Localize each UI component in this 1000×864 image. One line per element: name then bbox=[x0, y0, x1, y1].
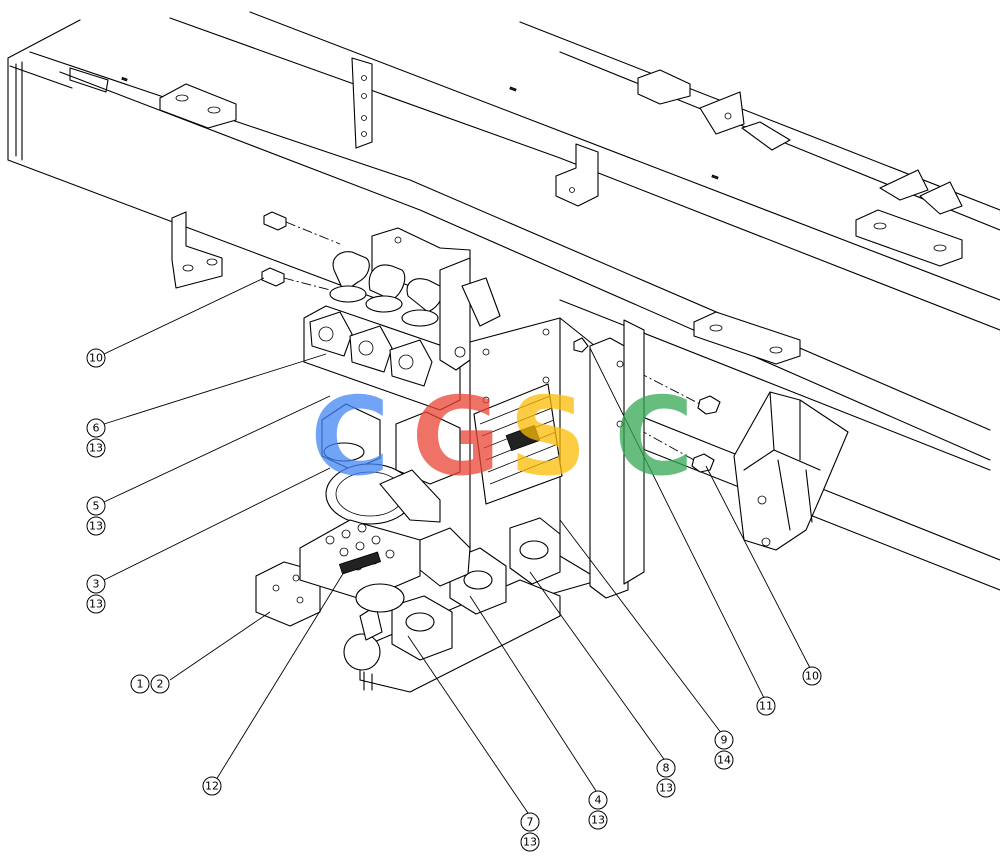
towing-bracket bbox=[733, 391, 849, 551]
svg-text:13: 13 bbox=[591, 814, 605, 827]
callout-13[interactable]: 13 bbox=[656, 778, 676, 798]
svg-text:2: 2 bbox=[157, 678, 164, 691]
callout-4[interactable]: 4 bbox=[588, 790, 608, 810]
valve-assembly bbox=[255, 227, 645, 693]
svg-text:10: 10 bbox=[89, 352, 103, 365]
cgsc-watermark-logo: C G S C bbox=[310, 375, 693, 500]
frame-brackets bbox=[121, 57, 963, 365]
callout-14[interactable]: 14 bbox=[714, 750, 734, 770]
callout-8[interactable]: 8 bbox=[656, 758, 676, 778]
callout-13[interactable]: 13 bbox=[86, 438, 106, 458]
callout-10-right[interactable]: 10 bbox=[802, 666, 822, 686]
svg-text:13: 13 bbox=[89, 520, 103, 533]
callout-9[interactable]: 9 bbox=[714, 730, 734, 750]
svg-text:11: 11 bbox=[759, 700, 773, 713]
svg-text:10: 10 bbox=[805, 670, 819, 683]
watermark-letter-g: G bbox=[412, 375, 501, 500]
watermark-letter-s: S bbox=[509, 375, 587, 500]
callout-6[interactable]: 6 bbox=[86, 418, 106, 438]
svg-text:13: 13 bbox=[659, 782, 673, 795]
callout-10-left[interactable]: 10 bbox=[86, 348, 106, 368]
svg-text:4: 4 bbox=[595, 794, 602, 807]
svg-text:12: 12 bbox=[205, 780, 219, 793]
svg-text:13: 13 bbox=[89, 442, 103, 455]
callout-1[interactable]: 1 bbox=[130, 674, 150, 694]
callout-13[interactable]: 13 bbox=[86, 594, 106, 614]
svg-text:13: 13 bbox=[523, 836, 537, 849]
callout-12[interactable]: 12 bbox=[202, 776, 222, 796]
callout-13[interactable]: 13 bbox=[86, 516, 106, 536]
callout-13[interactable]: 13 bbox=[588, 810, 608, 830]
svg-text:5: 5 bbox=[93, 500, 100, 513]
callout-11[interactable]: 11 bbox=[756, 696, 776, 716]
callout-2[interactable]: 2 bbox=[150, 674, 170, 694]
svg-text:6: 6 bbox=[93, 422, 100, 435]
callout-7[interactable]: 7 bbox=[520, 812, 540, 832]
callout-13[interactable]: 13 bbox=[520, 832, 540, 852]
watermark-letter-c1: C bbox=[310, 375, 389, 500]
svg-text:3: 3 bbox=[93, 578, 100, 591]
svg-text:8: 8 bbox=[663, 762, 670, 775]
svg-text:14: 14 bbox=[717, 754, 731, 767]
watermark-letter-c2: C bbox=[614, 375, 693, 500]
callout-3[interactable]: 3 bbox=[86, 574, 106, 594]
svg-text:7: 7 bbox=[527, 816, 534, 829]
callout-5[interactable]: 5 bbox=[86, 496, 106, 516]
svg-text:1: 1 bbox=[137, 678, 144, 691]
svg-text:9: 9 bbox=[721, 734, 728, 747]
svg-text:13: 13 bbox=[89, 598, 103, 611]
callouts: 10 6 13 5 13 3 13 1 2 12 7 13 4 13 8 13 … bbox=[86, 348, 822, 852]
leader-lines bbox=[103, 277, 811, 817]
